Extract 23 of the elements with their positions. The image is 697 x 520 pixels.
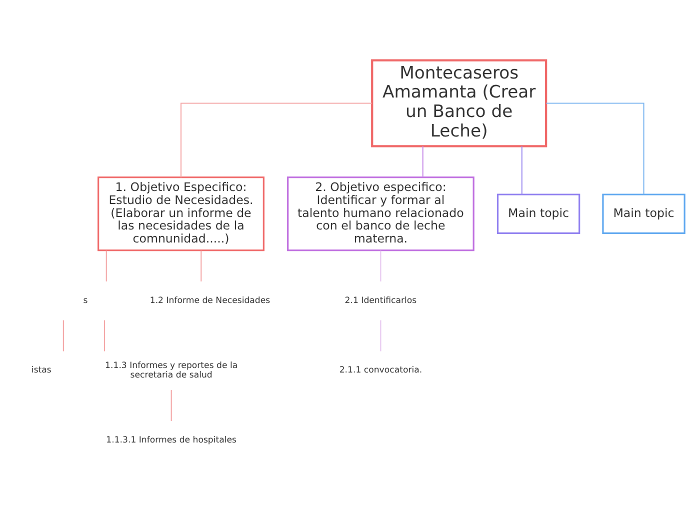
connector	[62, 320, 64, 352]
node-text: 1.2 Informe de Necesidades	[150, 296, 270, 306]
connector	[180, 102, 372, 178]
node-text: s	[83, 296, 88, 306]
node-box: 2. Objetivo especifico: Identificar y formar al talento humano relacionado con el banco de leche materna.	[287, 176, 474, 252]
connector	[521, 146, 522, 194]
connector	[106, 250, 107, 282]
node-text: 2.1.1 convocatoria.	[339, 366, 422, 376]
node-box: Main topic	[496, 194, 580, 234]
connector	[170, 390, 172, 422]
node-text: 1.1.3 Informes y reportes de la secretaria de salud	[105, 360, 238, 380]
connector	[422, 146, 424, 178]
connector	[380, 320, 382, 352]
connector	[546, 102, 644, 194]
node-text: istas	[31, 366, 52, 376]
connector	[380, 250, 382, 282]
node-box: Main topic	[602, 194, 686, 234]
node-text: 2.1 Identificarlos	[344, 296, 417, 306]
node-box: 1. Objetivo Especifico: Estudio de Necesidades. (Elaborar un informe de las necesidades de la comnunidad.....)	[98, 176, 264, 252]
connector	[200, 250, 202, 282]
node-text: 1.1.3.1 Informes de hospitales	[106, 435, 237, 446]
connector	[104, 320, 106, 352]
node-box: Montecaseros Amamanta (Crear un Banco de Leche)	[371, 59, 548, 148]
